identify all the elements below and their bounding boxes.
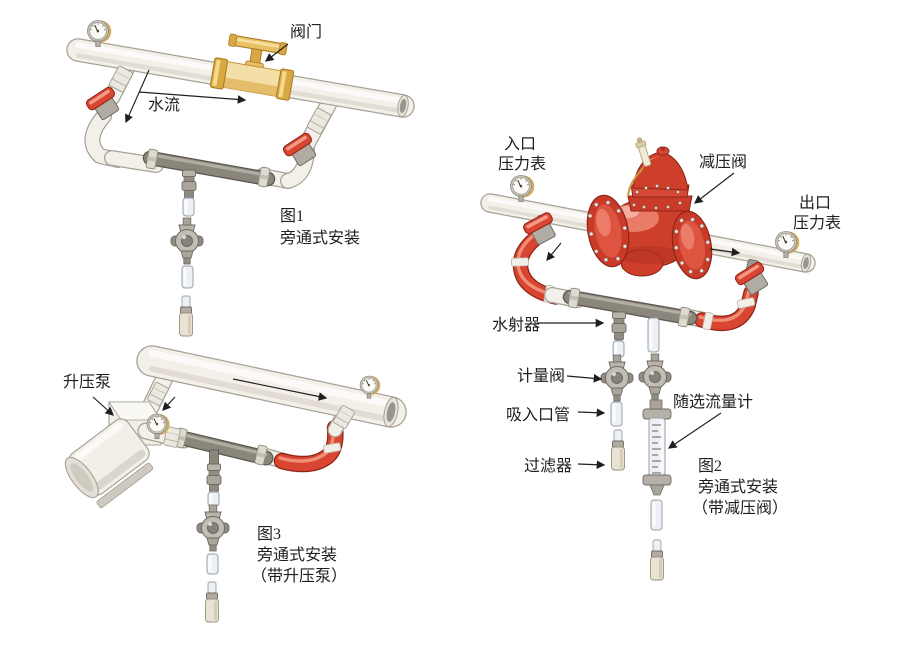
caption-number: 图1: [280, 208, 304, 225]
label-outlet-gauge-line1: 出口: [799, 194, 831, 212]
label-valve: 阀门: [290, 23, 322, 41]
flow-arrow-right: [232, 378, 328, 401]
inlet-flange: [586, 194, 630, 268]
filter: [179, 295, 193, 337]
white-band: [510, 257, 530, 267]
pump-pointer-arrow-2: [162, 396, 176, 411]
figure1-bypass-installation: 阀门 水流 图1 旁通式安装: [78, 19, 410, 337]
ejector-tee: [568, 287, 690, 328]
metering-valve: [600, 354, 634, 402]
red-shutoff-valve: [733, 260, 774, 299]
small-valve: [181, 169, 197, 199]
label-outlet-gauge-line2: 压力表: [793, 214, 841, 232]
pipe-open-end: [397, 94, 409, 118]
filter: [611, 429, 625, 471]
label-inlet-gauge-line1: 入口: [504, 136, 536, 153]
chemical-feed-assembly-left: [600, 311, 634, 471]
pipe-open-end: [383, 396, 399, 428]
pump-pointer-arrow-1: [92, 396, 114, 416]
chemical-feed-assembly: [196, 463, 230, 623]
pump-motor-cylinder: [64, 418, 150, 499]
filter: [650, 539, 664, 581]
booster-pump: [64, 401, 162, 509]
label-suction-pipe: 吸入口管: [506, 406, 570, 424]
figure2-bypass-with-reducing-valve: 入口 压力表 减压阀 出口 压力表 水射器 计量阀 吸入口管 过滤器 随选流量计…: [490, 136, 841, 581]
main-pipe: [78, 45, 410, 117]
main-pipe: [490, 199, 812, 273]
label-flowmeter: 随选流量计: [673, 393, 753, 411]
chemical-feed-assembly-flowmeter: [638, 317, 672, 581]
flow-arrow-right: [709, 247, 741, 257]
figure3-bypass-with-booster-pump: 升压泵 图3 旁通式安装 （带升压泵）: [63, 354, 401, 623]
ejector-tee: [146, 148, 270, 188]
outlet-flange: [671, 210, 713, 280]
caption-number: 图2: [698, 458, 722, 475]
caption-text: 旁通式安装: [257, 546, 337, 564]
small-valve: [206, 463, 222, 493]
ejector-tee: [174, 427, 267, 466]
valve-pointer-arrow: [264, 43, 289, 62]
caption-text: 旁通式安装: [698, 478, 778, 496]
label-metering-valve: 计量阀: [517, 367, 565, 385]
caption-note: （带减压阀）: [692, 499, 788, 517]
reducing-valve-pointer-arrow: [693, 172, 735, 204]
label-booster-pump: 升压泵: [63, 373, 111, 391]
caption-text: 旁通式安装: [280, 229, 360, 247]
flow-meter: [642, 399, 672, 496]
metering-valve: [638, 353, 672, 401]
figure3-caption: 图3 旁通式安装 （带升压泵）: [251, 526, 347, 585]
flowmeter-pointer-arrow: [667, 412, 722, 449]
metering-valve: [170, 217, 204, 265]
main-pipe: [152, 354, 400, 428]
pipe-open-end: [800, 253, 812, 273]
caption-number: 图3: [257, 526, 281, 543]
metering-valve-pointer-arrow: [566, 374, 603, 383]
metering-valve: [196, 504, 230, 552]
flow-arrow-down: [125, 69, 150, 124]
flow-arrow-right: [138, 91, 247, 104]
filter: [205, 581, 219, 623]
label-reducing-valve: 减压阀: [699, 153, 747, 171]
flowmeter-scale: [652, 424, 661, 474]
pilot-valve: [627, 137, 652, 197]
label-inlet-gauge-line2: 压力表: [498, 155, 546, 173]
label-filter: 过滤器: [524, 457, 572, 475]
brass-valve: [209, 33, 295, 101]
ejector-body: [611, 311, 627, 341]
filter-pointer-arrow: [577, 460, 606, 470]
chemical-feed-assembly: [170, 169, 204, 337]
bonnet-bolts: [632, 184, 682, 210]
figure1-caption: 图1 旁通式安装: [280, 208, 360, 247]
flow-arrow-down: [546, 242, 562, 261]
valve-bonnet: [627, 146, 693, 212]
figure2-caption: 图2 旁通式安装 （带减压阀）: [692, 458, 788, 517]
label-water-flow: 水流: [148, 96, 180, 114]
pressure-reducing-valve: [586, 137, 713, 280]
label-ejector: 水射器: [492, 316, 540, 334]
suction-pipe-pointer-arrow: [577, 408, 606, 418]
pump-base-plate: [96, 462, 154, 509]
caption-note: （带升压泵）: [251, 567, 347, 585]
inlet-pressure-gauge: [509, 174, 535, 203]
